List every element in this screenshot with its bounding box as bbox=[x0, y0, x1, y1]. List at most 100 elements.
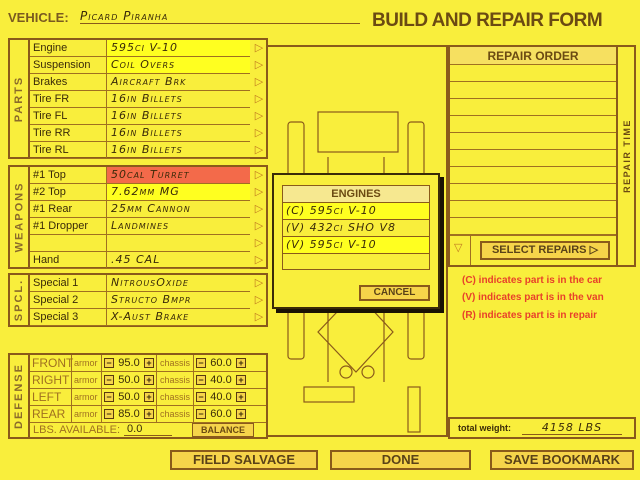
slot-value[interactable]: Structo Bmpr bbox=[111, 293, 192, 306]
slot-value[interactable]: 50cal Turret bbox=[107, 167, 250, 183]
arrow-right-icon[interactable]: ▷ bbox=[254, 76, 264, 88]
defense-heading: DEFENSE bbox=[10, 355, 30, 437]
arrow-right-icon[interactable]: ▷ bbox=[254, 254, 264, 266]
slot-value[interactable]: 25mm Cannon bbox=[111, 202, 191, 215]
plus-icon[interactable]: + bbox=[144, 409, 154, 419]
minus-icon[interactable]: − bbox=[104, 392, 114, 402]
slot-value[interactable]: 16in Billets bbox=[111, 143, 183, 156]
select-repairs-button[interactable]: SELECT REPAIRS ▷ bbox=[480, 241, 610, 260]
slot-label: Suspension bbox=[30, 57, 107, 73]
plus-icon[interactable]: + bbox=[236, 392, 246, 402]
arrow-right-icon[interactable]: ▷ bbox=[254, 294, 264, 306]
slot-value[interactable]: 16in Billets bbox=[111, 109, 183, 122]
arrow-right-icon[interactable]: ▷ bbox=[254, 277, 264, 289]
part-row[interactable]: Tire FR 16in Billets ▷ bbox=[30, 91, 263, 108]
armor-value: 95.0 bbox=[118, 357, 140, 369]
slot-label: Tire FR bbox=[30, 91, 107, 107]
minus-icon[interactable]: − bbox=[196, 409, 206, 419]
plus-icon[interactable]: + bbox=[144, 392, 154, 402]
side-label: FRONT bbox=[32, 355, 74, 371]
slot-label: Tire RL bbox=[30, 142, 107, 158]
field-salvage-button[interactable]: FIELD SALVAGE bbox=[170, 450, 318, 470]
plus-icon[interactable]: + bbox=[236, 409, 246, 419]
repair-line bbox=[450, 65, 616, 82]
arrow-right-icon[interactable]: ▷ bbox=[254, 110, 264, 122]
minus-icon[interactable]: − bbox=[196, 358, 206, 368]
slot-value[interactable]: Landmines bbox=[111, 219, 170, 232]
minus-icon[interactable]: − bbox=[104, 409, 114, 419]
plus-icon[interactable]: + bbox=[144, 358, 154, 368]
engine-option[interactable]: (V) 432ci SHO V8 bbox=[283, 220, 429, 237]
slot-label: Engine bbox=[30, 40, 107, 56]
engines-popup: ENGINES (C) 595ci V-10 (V) 432ci SHO V8 … bbox=[272, 173, 440, 309]
legend-repair: (R) indicates part is in repair bbox=[462, 310, 598, 321]
plus-icon[interactable]: + bbox=[236, 375, 246, 385]
chassis-value: 60.0 bbox=[210, 357, 232, 369]
arrow-right-icon[interactable]: ▷ bbox=[254, 203, 264, 215]
part-row[interactable]: Tire RL 16in Billets ▷ bbox=[30, 142, 263, 159]
arrow-right-icon[interactable]: ▷ bbox=[254, 311, 264, 323]
slot-value[interactable]: 16in Billets bbox=[111, 92, 183, 105]
slot-value[interactable]: Aircraft Brk bbox=[111, 75, 187, 88]
slot-value[interactable]: Coil Overs bbox=[107, 57, 250, 73]
plus-icon[interactable]: + bbox=[236, 358, 246, 368]
arrow-right-icon: ▷ bbox=[589, 244, 599, 256]
defense-row: LEFT armor − 50.0 + chassis − 40.0 + bbox=[30, 389, 266, 406]
part-row[interactable]: Tire FL 16in Billets ▷ bbox=[30, 108, 263, 125]
engine-option[interactable]: (C) 595ci V-10 bbox=[283, 203, 429, 220]
slot-value[interactable]: X-Aust Brake bbox=[111, 310, 190, 323]
slot-value[interactable]: 7.62mm MG bbox=[107, 184, 250, 200]
arrow-right-icon[interactable]: ▷ bbox=[254, 59, 264, 71]
repair-line bbox=[450, 82, 616, 99]
slot-value[interactable]: 595ci V-10 bbox=[107, 40, 250, 56]
part-row[interactable]: Hand.45 CAL▷ bbox=[30, 252, 263, 269]
weapons-heading: WEAPONS bbox=[10, 167, 30, 267]
slot-label bbox=[30, 235, 107, 251]
arrow-right-icon[interactable]: ▷ bbox=[254, 186, 264, 198]
repair-line bbox=[450, 150, 616, 167]
repair-order-title: REPAIR ORDER bbox=[450, 47, 616, 65]
repair-order-list[interactable] bbox=[450, 65, 616, 235]
cancel-button[interactable]: CANCEL bbox=[359, 285, 430, 301]
plus-icon[interactable]: + bbox=[144, 375, 154, 385]
engine-option[interactable]: (V) 595ci V-10 bbox=[283, 237, 429, 254]
vehicle-name-field[interactable]: Picard Piranha bbox=[80, 9, 360, 24]
done-button[interactable]: DONE bbox=[330, 450, 471, 470]
arrow-right-icon[interactable]: ▷ bbox=[254, 42, 264, 54]
slot-value[interactable]: NitrousOxide bbox=[111, 276, 189, 289]
part-row[interactable]: ▷ bbox=[30, 235, 263, 252]
arrow-right-icon[interactable]: ▷ bbox=[254, 220, 264, 232]
slot-label: Tire FL bbox=[30, 108, 107, 124]
save-bookmark-button[interactable]: SAVE BOOKMARK bbox=[490, 450, 634, 470]
minus-icon[interactable]: − bbox=[104, 375, 114, 385]
arrow-right-icon[interactable]: ▷ bbox=[254, 93, 264, 105]
vehicle-label: VEHICLE: bbox=[8, 10, 69, 25]
slot-value[interactable] bbox=[107, 235, 250, 251]
minus-icon[interactable]: − bbox=[196, 392, 206, 402]
arrow-right-icon[interactable]: ▷ bbox=[254, 127, 264, 139]
minus-icon[interactable]: − bbox=[196, 375, 206, 385]
arrow-right-icon[interactable]: ▷ bbox=[254, 237, 264, 249]
scroll-down-icon[interactable]: ▽ bbox=[454, 242, 463, 254]
special-heading: SPCL. bbox=[10, 275, 30, 325]
slot-value[interactable]: 16in Billets bbox=[111, 126, 183, 139]
balance-button[interactable]: BALANCE bbox=[192, 422, 255, 437]
slot-value[interactable]: .45 CAL bbox=[111, 253, 161, 266]
arrow-right-icon[interactable]: ▷ bbox=[254, 169, 264, 181]
defense-row: RIGHT armor − 50.0 + chassis − 40.0 + bbox=[30, 372, 266, 389]
minus-icon[interactable]: − bbox=[104, 358, 114, 368]
arrow-right-icon[interactable]: ▷ bbox=[254, 144, 264, 156]
legend-van: (V) indicates part is in the van bbox=[462, 292, 604, 303]
